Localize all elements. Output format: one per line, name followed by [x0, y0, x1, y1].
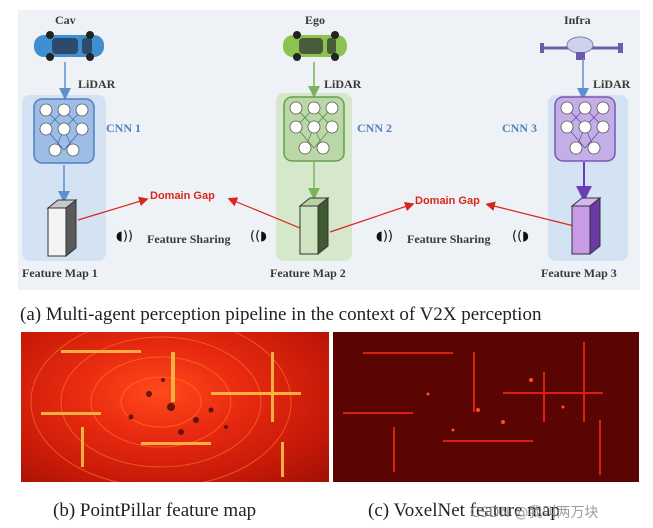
cnn1-network-icon: [33, 98, 95, 164]
pointpillar-feature-map-image: [21, 332, 329, 482]
arrows-layer: [58, 58, 592, 233]
wifi-icon-left-2: ((◗: [250, 229, 267, 244]
cnn3-label: CNN 3: [502, 121, 537, 135]
feature-map-2-block: [298, 196, 330, 256]
ego-sensor-label: LiDAR: [324, 77, 362, 91]
cav-sensor-label: LiDAR: [78, 77, 116, 91]
feature-map-3-label: Feature Map 3: [541, 266, 617, 280]
domain-gap-label-right: Domain Gap: [415, 195, 480, 207]
caption-c: (c) VoxelNet feature map: [368, 500, 560, 521]
voxelnet-feature-map-image: [333, 332, 639, 482]
caption-a: (a) Multi-agent perception pipeline in t…: [20, 304, 542, 325]
cnn2-network-icon: [283, 96, 345, 162]
infra-label: Infra: [564, 13, 591, 27]
cnn3-network-icon: [554, 96, 616, 162]
feature-map-1-block: [46, 198, 78, 258]
cav-car-icon: [34, 31, 104, 61]
wifi-icon-right-1: ◖)): [376, 229, 393, 244]
pointpillar-texture: [30, 332, 301, 482]
domain-gap-label-left: Domain Gap: [150, 190, 215, 202]
voxelnet-texture: [343, 342, 603, 475]
infra-sensor-label: LiDAR: [593, 77, 631, 91]
wifi-icon-right-2: ((◗: [512, 229, 529, 244]
infra-lidar-icon: [540, 36, 623, 60]
cnn2-label: CNN 2: [357, 121, 392, 135]
feature-map-1-label: Feature Map 1: [22, 266, 98, 280]
wifi-icon-left-1: ◖)): [116, 229, 133, 244]
cnn1-label: CNN 1: [106, 121, 141, 135]
ego-car-icon: [283, 31, 347, 61]
feature-map-3-block: [570, 196, 602, 256]
cav-label: Cav: [55, 13, 76, 27]
watermark: CSDN @我叫两万块: [470, 505, 599, 521]
caption-b: (b) PointPillar feature map: [53, 500, 257, 521]
feature-map-2-label: Feature Map 2: [270, 266, 346, 280]
feature-sharing-label-left: Feature Sharing: [147, 232, 231, 246]
feature-sharing-label-right: Feature Sharing: [407, 232, 491, 246]
ego-label: Ego: [305, 13, 326, 27]
